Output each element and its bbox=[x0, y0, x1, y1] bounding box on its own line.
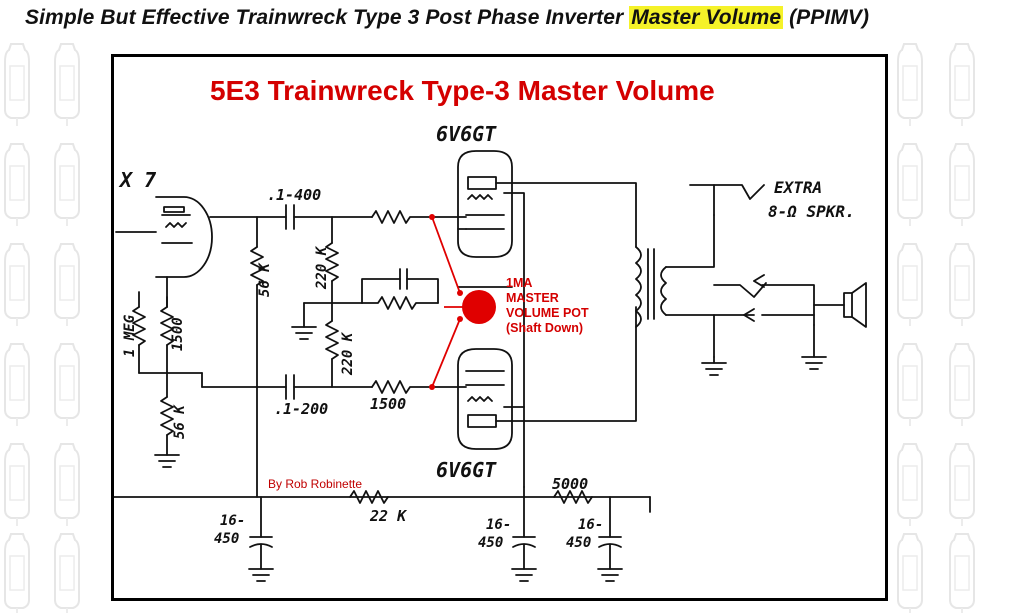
label-spkr: 8-Ω SPKR. bbox=[768, 202, 855, 221]
page-title: Simple But Effective Trainwreck Type 3 P… bbox=[25, 6, 869, 30]
label-cap3-b: 450 bbox=[566, 535, 591, 551]
label-extra: EXTRA bbox=[774, 178, 822, 197]
speaker-icon bbox=[843, 282, 867, 328]
filter-cap-2 bbox=[511, 496, 537, 582]
output-transformer bbox=[635, 246, 667, 328]
page-title-highlight: Master Volume bbox=[629, 6, 784, 29]
filter-cap-1 bbox=[248, 496, 274, 582]
label-r-1meg: 1 MEG bbox=[122, 314, 138, 357]
tube-6v6-top bbox=[457, 150, 513, 258]
label-cap3-a: 16- bbox=[578, 517, 603, 533]
label-r-1500-pi: 1500 bbox=[170, 317, 186, 351]
author-credit: By Rob Robinette bbox=[268, 477, 363, 491]
tube-x7 bbox=[155, 196, 213, 278]
master-volume-pot-label: 1MA MASTER VOLUME POT (Shaft Down) bbox=[506, 276, 589, 336]
label-cap2-a: 16- bbox=[486, 517, 511, 533]
page-title-pre: Simple But Effective Trainwreck Type 3 P… bbox=[25, 6, 630, 29]
filter-cap-3 bbox=[597, 496, 623, 582]
tube-6v6-bottom bbox=[457, 348, 513, 450]
label-tube-bottom: 6V6GT bbox=[436, 458, 497, 482]
label-tube-x7: X 7 bbox=[118, 168, 156, 192]
pot-label-line2: MASTER bbox=[506, 291, 559, 305]
label-r-1500-grid: 1500 bbox=[370, 395, 406, 413]
label-r-220k-top: 220 K bbox=[314, 245, 330, 290]
label-cap-top: .1-400 bbox=[267, 186, 321, 204]
label-cap-bottom: .1-200 bbox=[274, 400, 328, 418]
schematic-diagram: X 7 .1-400 6V6GT 6V6GT .1-200 1500 22 K … bbox=[114, 122, 867, 582]
label-cap1-a: 16- bbox=[220, 513, 245, 529]
schematic-panel: X 7 .1-400 6V6GT 6V6GT .1-200 1500 22 K … bbox=[111, 54, 888, 601]
master-volume-pot-icon bbox=[462, 290, 496, 324]
page-title-post: (PPIMV) bbox=[783, 6, 870, 29]
diagram-title: 5E3 Trainwreck Type-3 Master Volume bbox=[210, 75, 715, 106]
label-r-5000: 5000 bbox=[552, 475, 588, 493]
label-tube-top: 6V6GT bbox=[436, 122, 497, 146]
pot-label-line1: 1MA bbox=[506, 276, 533, 290]
label-r-56k-pi: 56 K bbox=[172, 404, 188, 439]
label-r-220k-bottom: 220 K bbox=[340, 331, 356, 376]
pot-label-line4: (Shaft Down) bbox=[506, 321, 584, 335]
label-r-56k-left: 56 K bbox=[257, 262, 273, 297]
label-r-22k: 22 K bbox=[369, 507, 408, 525]
label-cap2-b: 450 bbox=[478, 535, 503, 551]
label-cap1-b: 450 bbox=[214, 531, 239, 547]
pot-label-line3: VOLUME POT bbox=[506, 306, 589, 320]
